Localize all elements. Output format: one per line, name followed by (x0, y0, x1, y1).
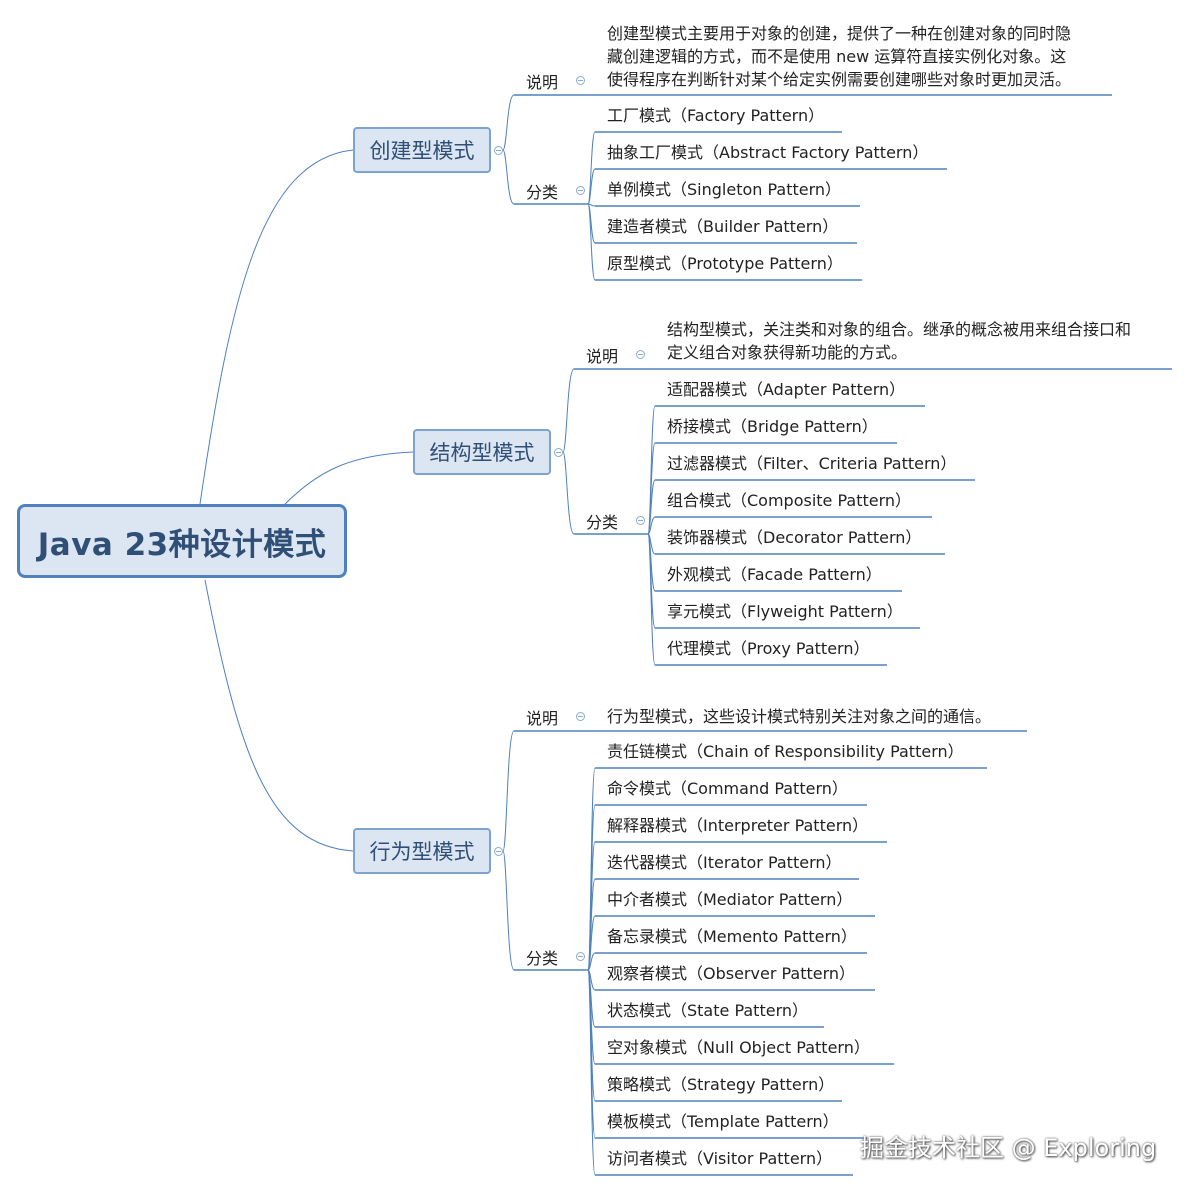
branch-collapse-icon[interactable] (494, 146, 503, 155)
pattern-item[interactable]: 工厂模式（Factory Pattern） (607, 106, 825, 125)
branch-to-description-line (502, 94, 515, 151)
pattern-item[interactable]: 抽象工厂模式（Abstract Factory Pattern） (607, 143, 929, 162)
pattern-item[interactable]: 过滤器模式（Filter、Criteria Pattern） (667, 454, 957, 473)
category-to-item-line (587, 203, 596, 207)
description-collapse-icon[interactable] (576, 712, 585, 721)
branch-collapse-icon[interactable] (554, 448, 563, 457)
root-node[interactable]: Java 23种设计模式 (17, 504, 347, 578)
description-text-line: 藏创建逻辑的方式，而不是使用 new 运算符直接实例化对象。这 (607, 47, 1067, 66)
category-to-item-line (587, 952, 596, 971)
description-collapse-icon[interactable] (636, 350, 645, 359)
pattern-item[interactable]: 单例模式（Singleton Pattern） (607, 180, 842, 199)
pattern-item[interactable]: 适配器模式（Adapter Pattern） (667, 380, 906, 399)
description-text-line: 创建型模式主要用于对象的创建，提供了一种在创建对象的同时隐 (607, 24, 1072, 43)
pattern-item[interactable]: 迭代器模式（Iterator Pattern） (607, 853, 842, 872)
category-label: 分类 (586, 513, 619, 532)
category-to-item-line (587, 131, 596, 205)
description-collapse-icon[interactable] (576, 76, 585, 85)
category-collapse-icon[interactable] (636, 516, 645, 525)
root-to-structural-line (284, 451, 414, 505)
category-label: 分类 (526, 949, 559, 968)
category-to-item-line (587, 168, 596, 205)
root-to-creational-line (199, 149, 354, 505)
pattern-item[interactable]: 责任链模式（Chain of Responsibility Pattern） (607, 742, 964, 761)
category-to-item-line (587, 915, 596, 971)
pattern-item[interactable]: 装饰器模式（Decorator Pattern） (667, 528, 922, 547)
branch-to-description-line (562, 368, 575, 453)
pattern-item[interactable]: 中介者模式（Mediator Pattern） (607, 890, 853, 909)
description-label: 说明 (586, 347, 619, 366)
category-collapse-icon[interactable] (576, 952, 585, 961)
pattern-item[interactable]: 访问者模式（Visitor Pattern） (607, 1149, 833, 1168)
pattern-item[interactable]: 空对象模式（Null Object Pattern） (607, 1038, 870, 1057)
category-to-item-line (587, 203, 596, 281)
branch-to-category-line (502, 149, 515, 205)
pattern-item[interactable]: 外观模式（Facade Pattern） (667, 565, 882, 584)
category-label: 分类 (526, 183, 559, 202)
pattern-item[interactable]: 桥接模式（Bridge Pattern） (667, 417, 878, 436)
pattern-item[interactable]: 命令模式（Command Pattern） (607, 779, 848, 798)
pattern-item[interactable]: 策略模式（Strategy Pattern） (607, 1075, 835, 1094)
category-collapse-icon[interactable] (576, 186, 585, 195)
root-to-behavioral-line (204, 579, 354, 852)
pattern-item[interactable]: 组合模式（Composite Pattern） (667, 491, 912, 510)
description-text-line: 使得程序在判断针对某个给定实例需要创建哪些对象时更加灵活。 (607, 70, 1072, 89)
pattern-item[interactable]: 代理模式（Proxy Pattern） (667, 639, 870, 658)
description-text-line: 行为型模式，这些设计模式特别关注对象之间的通信。 (607, 707, 992, 726)
branch-to-category-line (502, 850, 515, 971)
branch-to-description-line (502, 730, 515, 852)
branch-node-1[interactable]: 结构型模式 (413, 429, 551, 475)
category-to-item-line (647, 516, 656, 535)
branch-node-2[interactable]: 行为型模式 (353, 828, 491, 874)
description-text-line: 结构型模式，关注类和对象的组合。继承的概念被用来组合接口和 (667, 320, 1132, 339)
description-label: 说明 (526, 73, 559, 92)
pattern-item[interactable]: 解释器模式（Interpreter Pattern） (607, 816, 869, 835)
branch-to-category-line (562, 451, 575, 535)
branch-node-0[interactable]: 创建型模式 (353, 127, 491, 173)
watermark: 掘金技术社区 @ Exploring (860, 1134, 1157, 1162)
description-label: 说明 (526, 709, 559, 728)
pattern-item[interactable]: 原型模式（Prototype Pattern） (607, 254, 843, 273)
pattern-item[interactable]: 享元模式（Flyweight Pattern） (667, 602, 903, 621)
pattern-item[interactable]: 观察者模式（Observer Pattern） (607, 964, 856, 983)
pattern-item[interactable]: 状态模式（State Pattern） (607, 1001, 809, 1020)
category-to-item-line (647, 479, 656, 535)
branch-collapse-icon[interactable] (494, 847, 503, 856)
category-to-item-line (647, 533, 656, 666)
category-to-item-line (587, 969, 596, 1176)
pattern-item[interactable]: 备忘录模式（Memento Pattern） (607, 927, 857, 946)
description-text-line: 定义组合对象获得新功能的方式。 (667, 343, 908, 362)
pattern-item[interactable]: 模板模式（Template Pattern） (607, 1112, 839, 1131)
pattern-item[interactable]: 建造者模式（Builder Pattern） (607, 217, 839, 236)
